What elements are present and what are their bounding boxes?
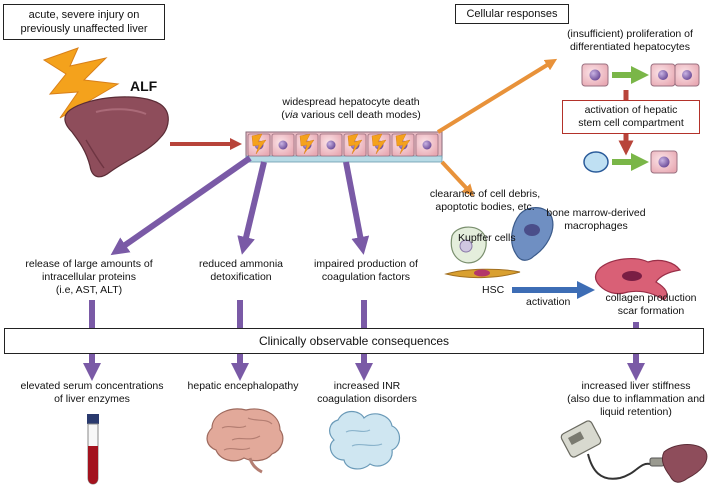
purple-arrow-coagulation: [343, 161, 370, 255]
purple-arrow-ammonia: [237, 161, 267, 255]
hepatocyte-cell-icon: [581, 63, 609, 87]
lightning-mark-icon: [251, 133, 267, 155]
outcome-4-line2: (also due to inflammation and: [567, 393, 705, 405]
fibroscan-device-icon: [560, 420, 665, 480]
clearance-label: clearance of cell debris, apoptotic bodi…: [424, 188, 546, 214]
purple-arrow-protein-release: [110, 155, 252, 256]
outcome-4-line3: liquid retention): [600, 406, 672, 418]
outcome-3-line2: coagulation disorders: [317, 393, 417, 405]
outcome-liver-stiffness: increased liver stiffness (also due to i…: [566, 380, 706, 419]
paren-open: (: [281, 109, 285, 121]
hsc-label: HSC: [482, 284, 505, 296]
stem-cell-line2: stem cell compartment: [578, 117, 684, 129]
effect-ammonia: reduced ammonia detoxification: [186, 258, 296, 284]
injury-line2: previously unaffected liver: [20, 23, 148, 35]
effect-protein-release: release of large amounts of intracellula…: [4, 258, 174, 297]
outcome-inr: increased INR coagulation disorders: [312, 380, 422, 406]
brain-icon: [206, 408, 284, 474]
lightning-mark-icon: [347, 133, 363, 155]
outcome-encephalopathy: hepatic encephalopathy: [180, 380, 306, 393]
hepatocyte-pair-icon: [650, 63, 700, 87]
stem-cell-icon: [583, 151, 609, 173]
macrophage-line1: bone marrow-derived: [546, 207, 646, 219]
effect-coagulation: impaired production of coagulation facto…: [304, 258, 428, 284]
kupffer-label: Kupffer cells: [458, 232, 516, 244]
hepatocyte-nucleus: [326, 140, 336, 150]
proliferation-label: (insufficient) proliferation of differen…: [552, 28, 708, 54]
alf-label: ALF: [130, 78, 158, 94]
hepatocyte-nucleus: [278, 140, 288, 150]
hepatocyte-death-line2-rest: various cell death modes): [298, 109, 421, 121]
collagen-line1: collagen production: [605, 292, 697, 304]
proliferation-line2: differentiated hepatocytes: [569, 41, 691, 53]
clot-icon: [329, 410, 401, 470]
effect-3-line1: impaired production of: [314, 258, 418, 270]
liver-small-icon: [661, 444, 708, 483]
hepatocyte-death-label: widespread hepatocyte death (via various…: [258, 96, 444, 122]
outcome-liver-enzymes: elevated serum concentrations of liver e…: [2, 380, 182, 406]
fibroblast-icon: [594, 258, 682, 301]
lightning-mark-icon: [371, 133, 387, 155]
effect-2-line2: detoxification: [210, 271, 272, 283]
collagen-line2: scar formation: [617, 305, 685, 317]
blood-tube-icon: [87, 414, 99, 485]
collagen-label: collagen production scar formation: [596, 292, 706, 318]
stem-cell-line1: activation of hepatic: [584, 104, 678, 116]
orange-arrow-to-proliferation: [436, 58, 558, 134]
outcome-4-line1: increased liver stiffness: [581, 380, 691, 392]
lightning-mark-icon: [299, 133, 315, 155]
outcome-3-line1: increased INR: [333, 380, 401, 392]
kupffer-cell-icon: [450, 226, 487, 264]
orange-arrow-to-clearance: [440, 160, 475, 197]
hepatocyte-death-line1: widespread hepatocyte death: [282, 96, 420, 108]
lightning-mark-icon: [395, 133, 411, 155]
effect-1-line2: intracellular proteins: [42, 271, 136, 283]
effect-1-line1: release of large amounts of: [25, 258, 153, 270]
activation-label: activation: [526, 296, 571, 308]
macrophage-icon: [511, 207, 554, 261]
macrophage-label: bone marrow-derived macrophages: [546, 207, 646, 233]
cellular-responses-box: Cellular responses: [455, 4, 569, 24]
injury-line1: acute, severe injury on: [28, 9, 140, 21]
via-italic: via: [284, 109, 299, 121]
effect-3-line2: coagulation factors: [321, 271, 411, 283]
hepatocyte-death-line2: (via various cell death modes): [258, 109, 444, 122]
liver-icon: [64, 96, 169, 178]
outcome-1-line2: of liver enzymes: [54, 393, 130, 405]
stem-cell-box: activation of hepatic stem cell compartm…: [562, 100, 700, 134]
hepatocyte-nucleus: [422, 140, 432, 150]
consequences-bar: Clinically observable consequences: [4, 328, 704, 354]
hepatocyte-differentiated-icon: [650, 150, 678, 174]
hsc-cell-icon: [444, 268, 521, 279]
proliferation-line1: (insufficient) proliferation of: [567, 28, 693, 40]
clearance-line1: clearance of cell debris,: [429, 188, 541, 200]
lightning-icon: [42, 47, 120, 119]
outcome-2-line1: hepatic encephalopathy: [187, 380, 299, 392]
effect-2-line1: reduced ammonia: [198, 258, 284, 270]
macrophage-line2: macrophages: [564, 220, 628, 232]
hepatocyte-row: [245, 131, 443, 163]
outcome-1-line1: elevated serum concentrations: [20, 380, 164, 392]
injury-box: acute, severe injury on previously unaff…: [3, 4, 165, 40]
effect-1-line3: (i.e, AST, ALT): [55, 284, 123, 296]
clearance-line2: apoptotic bodies, etc.: [435, 201, 535, 213]
